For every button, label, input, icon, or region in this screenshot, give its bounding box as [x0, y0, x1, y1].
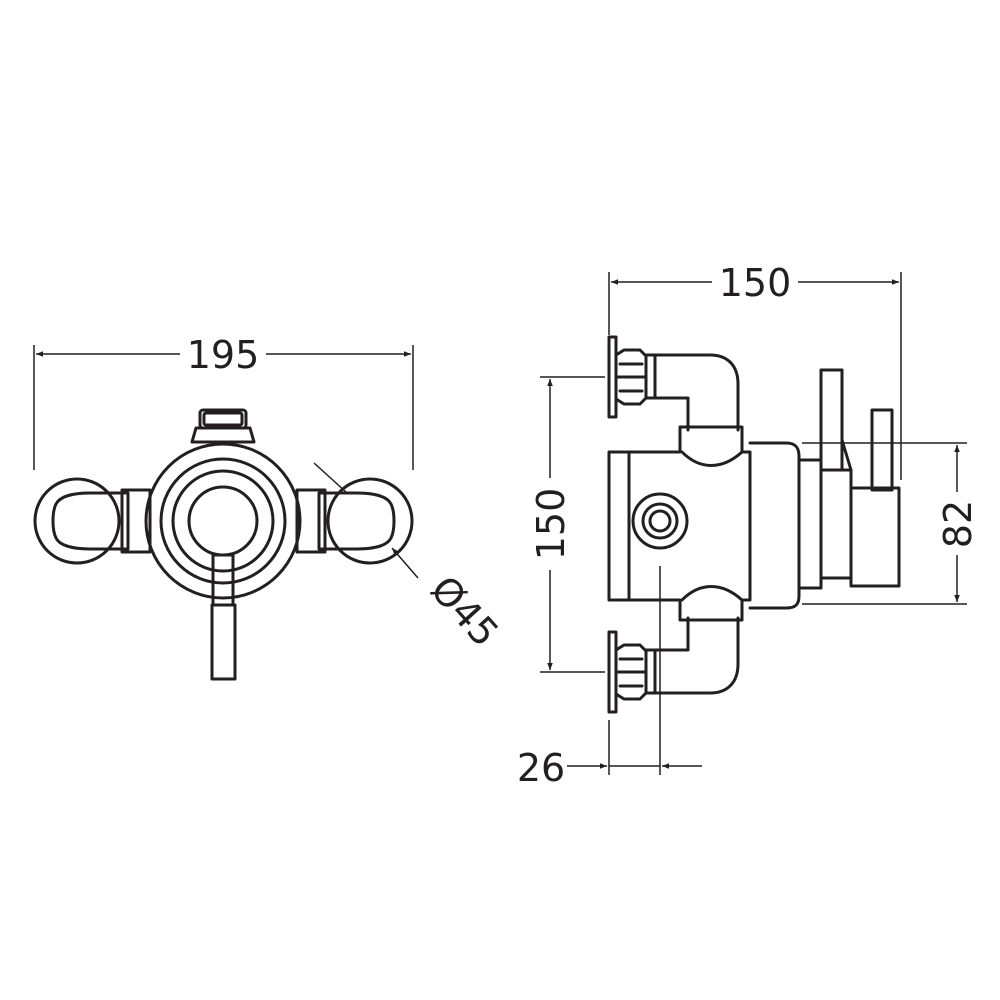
diameter-label: Ø45 [422, 567, 507, 655]
front-view: 195 Ø45 [33, 333, 507, 681]
lever-handle [210, 553, 237, 681]
upper-elbow [644, 353, 740, 432]
centres-label: 150 [529, 488, 573, 561]
offset-dimension: 26 [517, 566, 702, 790]
top-outlet-nut [190, 408, 256, 444]
left-inlet-elbow [33, 477, 152, 565]
offset-label: 26 [517, 746, 565, 790]
thermostatic-body [144, 442, 302, 600]
side-view: 150 150 82 26 [517, 261, 980, 790]
height-dimension: 82 [802, 442, 980, 605]
valve-body [607, 425, 752, 622]
depth-dimension: 150 [608, 261, 902, 480]
centres-dimension: 150 [529, 376, 605, 673]
width-dimension: 195 [33, 333, 414, 470]
temperature-handle [819, 368, 901, 588]
height-label: 82 [936, 500, 980, 548]
front-cover [748, 441, 853, 610]
right-inlet-elbow [295, 477, 414, 565]
width-label: 195 [187, 333, 260, 377]
lower-wall-plate [607, 630, 648, 714]
depth-label: 150 [719, 261, 792, 305]
upper-wall-plate [607, 335, 648, 419]
